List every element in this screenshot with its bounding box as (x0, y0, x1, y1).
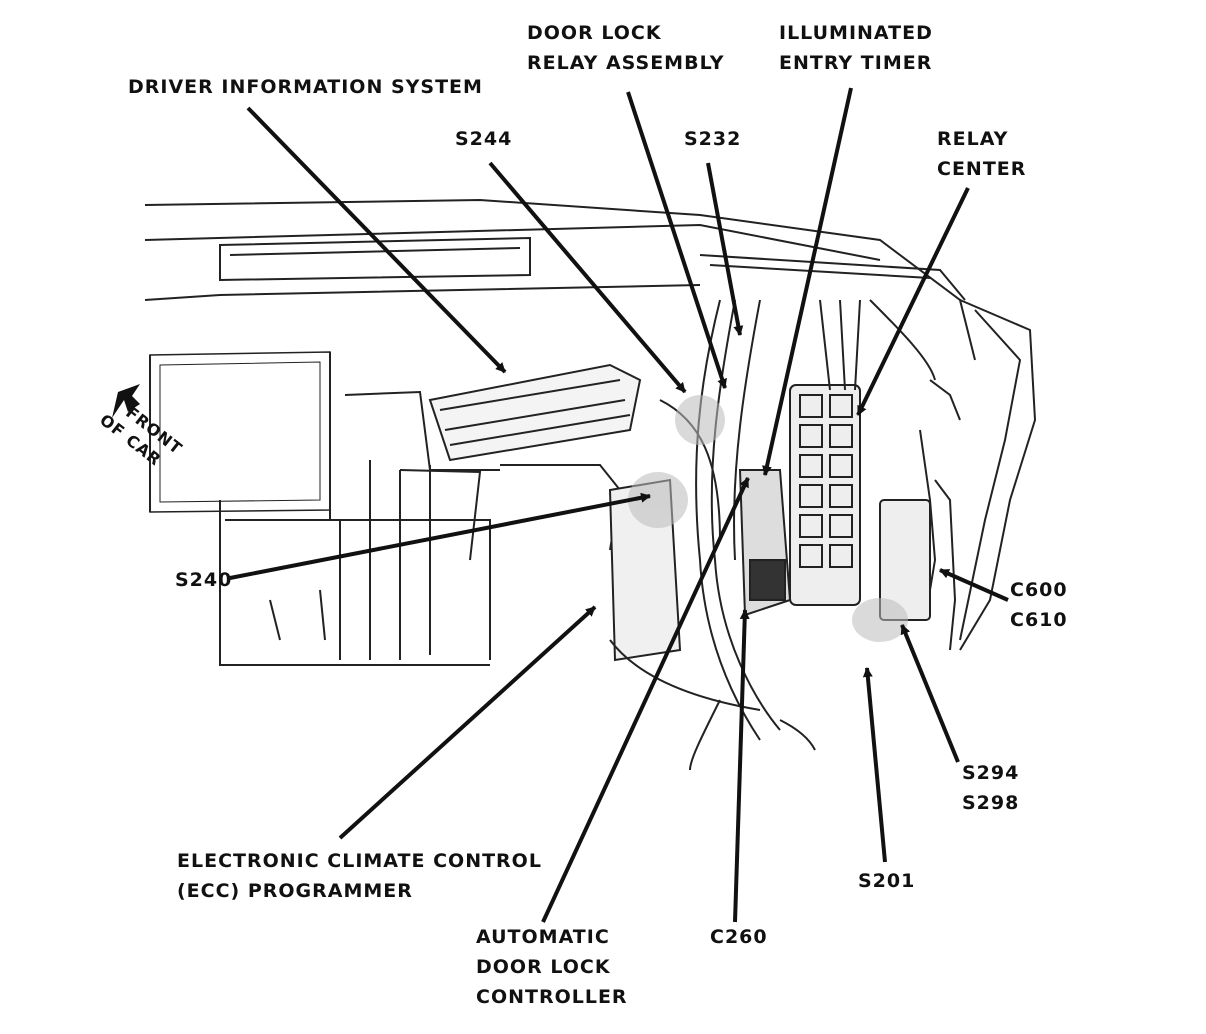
label-c600-c610: C600 C610 (1010, 579, 1068, 631)
leader-lines (229, 87, 1009, 923)
label-driver-information-system: DRIVER INFORMATION SYSTEM (128, 76, 483, 98)
label-s294-s298: S294 S298 (962, 762, 1020, 814)
front-arrow (112, 384, 140, 418)
c260-connector (738, 469, 792, 617)
label-door-lock-relay-assembly: DOOR LOCK RELAY ASSEMBLY (527, 22, 725, 74)
label-s201: S201 (858, 870, 916, 892)
relay-center-block (789, 384, 861, 606)
label-s232: S232 (684, 128, 742, 150)
label-ecc-programmer: ELECTRONIC CLIMATE CONTROL (ECC) PROGRAM… (177, 850, 542, 902)
splice-shading (628, 395, 908, 642)
dis-module (428, 363, 642, 462)
label-s240: S240 (175, 569, 233, 591)
label-illuminated-entry-timer: ILLUMINATED ENTRY TIMER (779, 22, 933, 74)
label-relay-center: RELAY CENTER (937, 128, 1027, 180)
label-c260: C260 (710, 926, 768, 948)
label-automatic-door-lock-controller: AUTOMATIC DOOR LOCK CONTROLLER (476, 926, 628, 1008)
label-s244: S244 (455, 128, 513, 150)
